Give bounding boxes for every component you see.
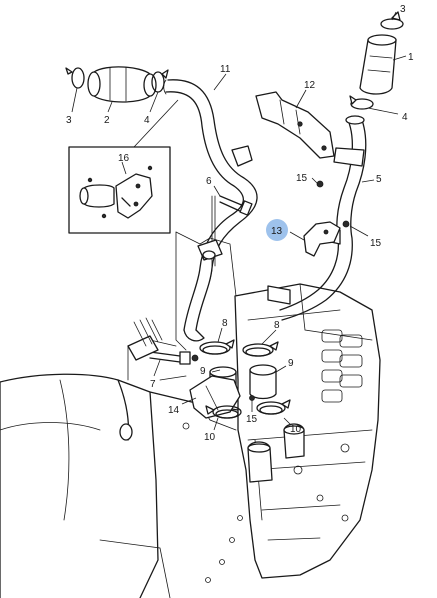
hose-11 xyxy=(163,79,258,342)
clamp-3-right xyxy=(380,11,404,30)
bolt-6 xyxy=(219,195,253,216)
callout-13: 13 xyxy=(271,226,283,237)
callout-4-left: 4 xyxy=(144,115,150,126)
callout-10-left: 10 xyxy=(204,432,216,443)
callout-4-right: 4 xyxy=(402,112,408,123)
callout-3-left: 3 xyxy=(66,115,72,126)
transmission-housing xyxy=(0,373,239,598)
clamp-3-left xyxy=(65,67,85,89)
clamp-8-right xyxy=(242,341,279,357)
callout-15-upper: 15 xyxy=(296,173,308,184)
bracket-13 xyxy=(303,221,341,257)
clamp-10-right xyxy=(256,399,291,415)
callout-13-highlight xyxy=(266,219,288,241)
bracket-12 xyxy=(255,91,335,159)
callout-9-left: 9 xyxy=(200,366,206,377)
hose-2 xyxy=(87,66,157,103)
callout-12: 12 xyxy=(304,80,316,91)
callout-8-right: 8 xyxy=(274,320,280,331)
callout-8-left: 8 xyxy=(222,318,228,329)
pipe-stubs xyxy=(247,423,305,483)
callout-7: 7 xyxy=(150,379,156,390)
bracket-14 xyxy=(189,375,241,419)
leader-lines xyxy=(71,11,407,431)
callout-10-right: 10 xyxy=(290,424,302,435)
callout-6: 6 xyxy=(206,176,212,187)
hose-9-right xyxy=(249,364,277,400)
callout-15-bottom: 15 xyxy=(246,414,258,425)
callout-14: 14 xyxy=(168,405,180,416)
inset-detail-16 xyxy=(68,99,179,234)
clamp-4-right xyxy=(349,95,374,110)
clamp-10-left xyxy=(205,405,242,419)
bolt-15-lower xyxy=(342,220,350,228)
callout-9-right: 9 xyxy=(288,358,294,369)
bolt-15-bottom xyxy=(249,395,255,401)
clamp-8-left xyxy=(199,339,235,355)
bolt-15-upper xyxy=(316,180,324,188)
callout-labels: 1 2 3 3 4 4 5 6 7 8 8 9 9 10 10 11 12 13… xyxy=(66,4,414,443)
hose-1 xyxy=(359,34,397,95)
callout-11: 11 xyxy=(220,64,231,75)
callout-15-lower: 15 xyxy=(370,238,382,249)
callout-5: 5 xyxy=(376,174,382,185)
callout-1: 1 xyxy=(408,52,414,63)
callout-2: 2 xyxy=(104,115,110,126)
callout-3-right: 3 xyxy=(400,4,406,15)
bolt-7 xyxy=(127,317,199,365)
callout-16: 16 xyxy=(118,153,130,164)
